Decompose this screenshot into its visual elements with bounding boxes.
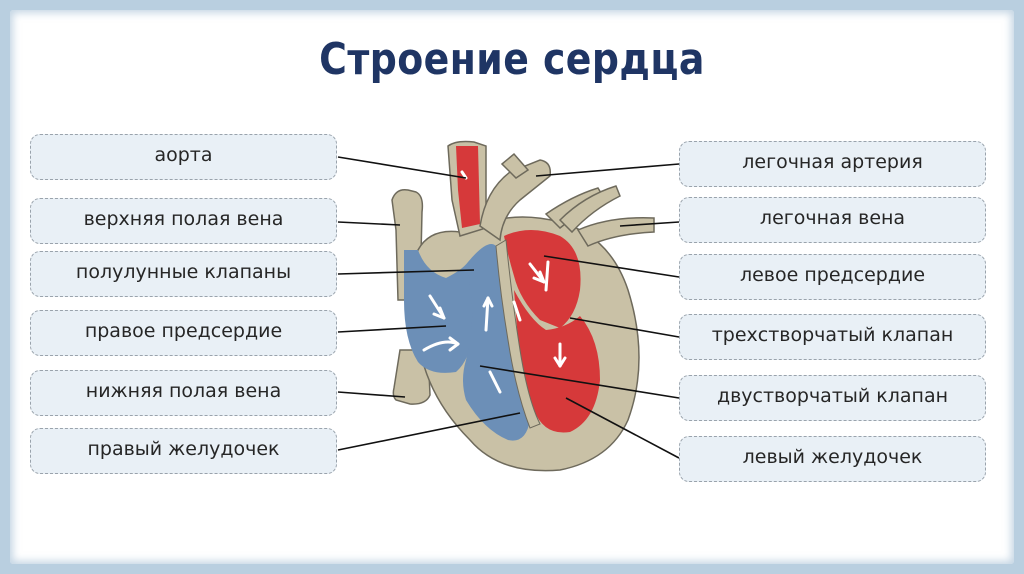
pulmonary-artery-branch [500, 152, 530, 179]
pulmonary-vein-shape-2 [576, 217, 655, 247]
flow-arrows [422, 170, 567, 394]
label-left-ventricle: левый желудочек [679, 436, 986, 482]
label-superior-vena-cava: верхняя полая вена [30, 198, 337, 244]
aorta-blood [456, 146, 480, 228]
label-aorta: аорта [30, 134, 337, 180]
label-right-ventricle: правый желудочек [30, 428, 337, 474]
septum-shape [495, 239, 541, 429]
label-pulmonary-artery: легочная артерия [679, 141, 986, 187]
heart-illustration [391, 140, 655, 472]
right-ventricle-blood [463, 244, 530, 441]
label-tricuspid-valve: трехстворчатый клапан [679, 314, 986, 360]
label-inferior-vena-cava: нижняя полая вена [30, 370, 337, 416]
pulmonary-artery-shape [479, 159, 552, 242]
leader-lines [337, 156, 680, 459]
label-right-atrium: правое предсердие [30, 310, 337, 356]
label-pulmonary-vein: легочная вена [679, 197, 986, 243]
slide-title: Строение сердца [319, 34, 705, 85]
label-left-atrium: левое предсердие [679, 254, 986, 300]
label-semilunar-valves: полулунные клапаны [30, 251, 337, 297]
pulmonary-vein-shape-3 [558, 185, 621, 234]
label-bicuspid-valve: двустворчатый клапан [679, 375, 986, 421]
